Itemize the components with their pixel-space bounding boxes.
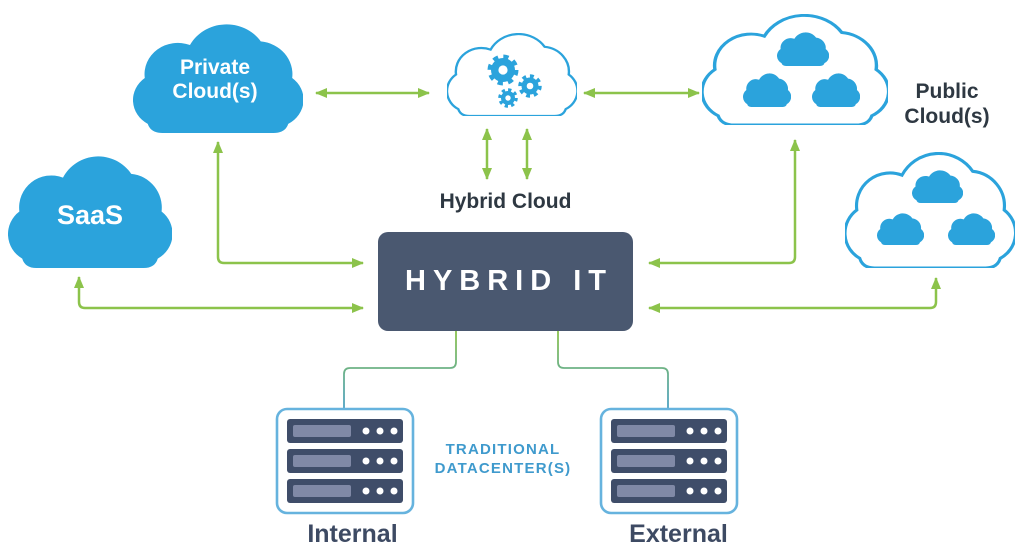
external-label: External: [629, 520, 728, 548]
internal-label: Internal: [307, 520, 398, 548]
hybrid-cloud-node: [447, 33, 577, 116]
cloud-outline-icon: [845, 152, 1015, 268]
public-clouds-label: Public Cloud(s): [888, 79, 1006, 129]
external-server-rack-icon: [599, 407, 739, 515]
public-cloud-top-node: [702, 14, 888, 125]
hybrid-cloud-label: Hybrid Cloud: [439, 190, 572, 213]
private-cloud-label: Private Cloud(s): [145, 56, 285, 104]
connector-hybridit-internal: [343, 331, 457, 409]
saas-label: SaaS: [56, 200, 124, 230]
gears-icon: [485, 52, 544, 110]
arrow-hybridit-private: [213, 141, 364, 268]
hybrid-it-box: HYBRID IT: [378, 232, 633, 331]
arrow-hybridit-public-top: [648, 139, 800, 268]
hybrid-it-label: HYBRID IT: [405, 265, 613, 297]
internal-server-rack-icon: [275, 407, 415, 515]
cloud-outline-icon: [702, 14, 888, 125]
public-cloud-right-node: [845, 152, 1015, 268]
arrow-hybridit-saas: [74, 276, 364, 313]
traditional-datacenter-label: TRADITIONAL DATACENTER(S): [418, 440, 588, 478]
arrow-hybridit-public-right: [648, 277, 941, 313]
traditional-datacenter-label-line1: TRADITIONAL: [445, 441, 561, 458]
public-clouds-label-line1: Public: [915, 80, 979, 103]
private-cloud-label-line1: Private: [179, 56, 251, 79]
traditional-datacenter-label-line2: DATACENTER(S): [434, 460, 572, 477]
connector-hybridit-external: [557, 331, 669, 409]
public-clouds-label-line2: Cloud(s): [904, 105, 990, 128]
private-cloud-label-line2: Cloud(s): [172, 80, 258, 103]
